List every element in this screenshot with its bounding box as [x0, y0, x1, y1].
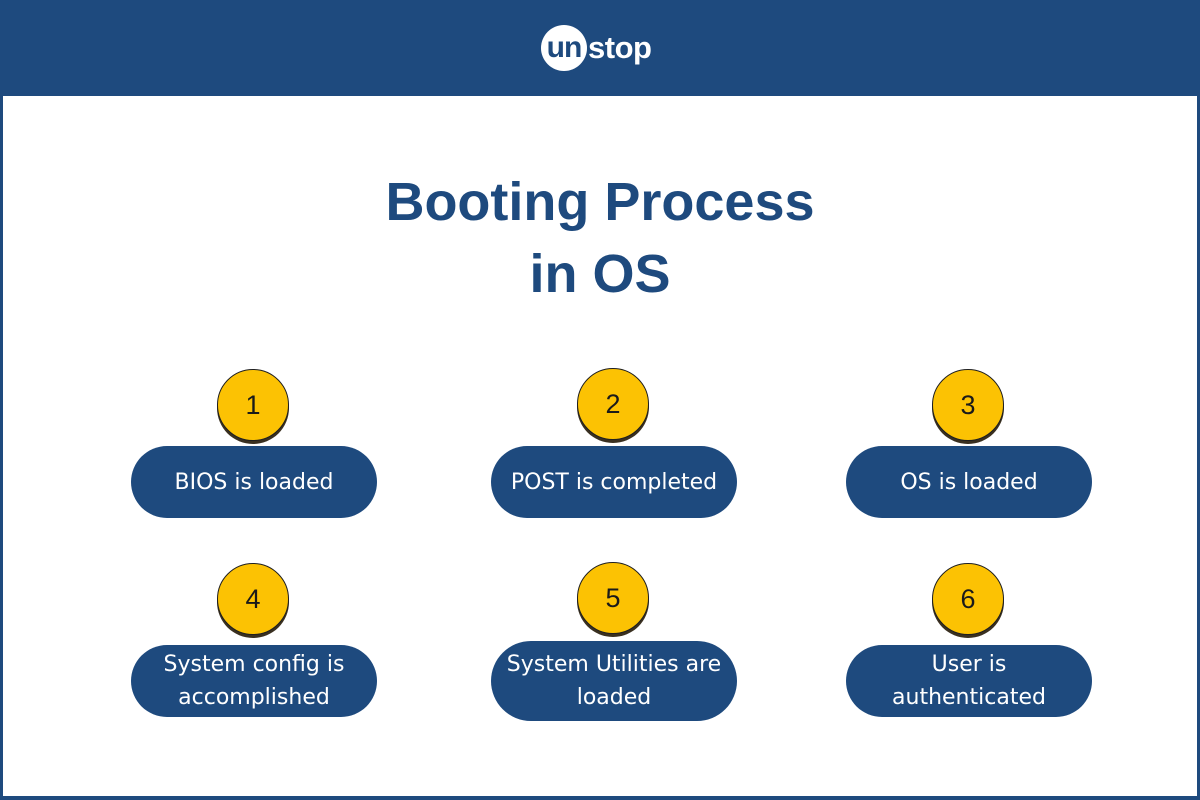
step-4: 4 System config is accomplished [131, 563, 377, 743]
step-3: 3 OS is loaded [846, 369, 1092, 549]
step-number-badge: 6 [932, 563, 1004, 635]
step-number-badge: 4 [217, 563, 289, 635]
diagram-title: Booting Process in OS [0, 166, 1200, 310]
logo-text: stop [588, 30, 652, 65]
step-number-badge: 5 [577, 562, 649, 634]
step-1: 1 BIOS is loaded [131, 369, 377, 549]
step-label: OS is loaded [846, 446, 1092, 518]
step-label: POST is completed [491, 446, 737, 518]
step-number-badge: 2 [577, 368, 649, 440]
step-label: System config is accomplished [131, 645, 377, 717]
step-label: System Utilities are loaded [491, 641, 737, 721]
step-2: 2 POST is completed [491, 368, 737, 548]
step-number-badge: 1 [217, 369, 289, 441]
step-label: User is authenticated [846, 645, 1092, 717]
logo-circle: un [541, 25, 587, 71]
title-line-1: Booting Process [385, 172, 815, 232]
title-line-2: in OS [529, 244, 671, 304]
step-number-badge: 3 [932, 369, 1004, 441]
unstop-logo: un stop [541, 24, 652, 72]
header-bar: un stop [0, 0, 1200, 96]
step-6: 6 User is authenticated [846, 563, 1092, 743]
step-label: BIOS is loaded [131, 446, 377, 518]
step-5: 5 System Utilities are loaded [491, 562, 737, 742]
